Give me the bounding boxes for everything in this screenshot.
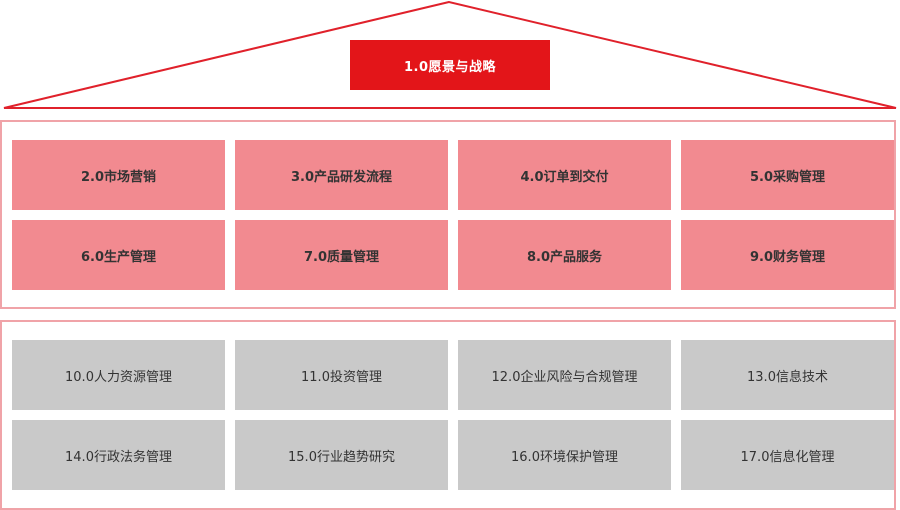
- core-processes-section: 2.0市场营销 3.0产品研发流程 4.0订单到交付 5.0采购管理 6.0生产…: [0, 120, 896, 309]
- process-label: 5.0采购管理: [749, 169, 826, 185]
- process-label: 8.0产品服务: [526, 249, 603, 265]
- process-box-product-service[interactable]: 8.0产品服务: [458, 220, 671, 290]
- vision-strategy-box[interactable]: 1.0愿景与战略: [350, 40, 550, 90]
- core-processes-grid: 2.0市场营销 3.0产品研发流程 4.0订单到交付 5.0采购管理 6.0生产…: [12, 140, 894, 290]
- process-label: 16.0环境保护管理: [511, 449, 618, 465]
- process-box-environment[interactable]: 16.0环境保护管理: [458, 420, 671, 490]
- process-box-informatization[interactable]: 17.0信息化管理: [681, 420, 894, 490]
- process-box-risk-compliance[interactable]: 12.0企业风险与合规管理: [458, 340, 671, 410]
- process-box-admin-legal[interactable]: 14.0行政法务管理: [12, 420, 225, 490]
- process-label: 9.0财务管理: [749, 249, 826, 265]
- process-label: 6.0生产管理: [80, 249, 157, 265]
- process-label: 15.0行业趋势研究: [288, 449, 395, 465]
- process-box-quality[interactable]: 7.0质量管理: [235, 220, 448, 290]
- support-processes-section: 10.0人力资源管理 11.0投资管理 12.0企业风险与合规管理 13.0信息…: [0, 320, 896, 510]
- process-label: 11.0投资管理: [301, 369, 382, 385]
- roof-outline: [3, 0, 897, 109]
- process-box-investment[interactable]: 11.0投资管理: [235, 340, 448, 410]
- roof-triangle: [3, 0, 897, 109]
- process-box-it[interactable]: 13.0信息技术: [681, 340, 894, 410]
- process-label: 10.0人力资源管理: [65, 369, 172, 385]
- process-label: 12.0企业风险与合规管理: [491, 369, 638, 385]
- process-label: 3.0产品研发流程: [290, 169, 393, 185]
- process-label: 17.0信息化管理: [740, 449, 835, 465]
- process-box-finance[interactable]: 9.0财务管理: [681, 220, 894, 290]
- process-box-industry-research[interactable]: 15.0行业趋势研究: [235, 420, 448, 490]
- process-box-rnd[interactable]: 3.0产品研发流程: [235, 140, 448, 210]
- process-label: 7.0质量管理: [303, 249, 380, 265]
- support-processes-grid: 10.0人力资源管理 11.0投资管理 12.0企业风险与合规管理 13.0信息…: [12, 340, 894, 490]
- process-box-procurement[interactable]: 5.0采购管理: [681, 140, 894, 210]
- process-label: 13.0信息技术: [747, 369, 828, 385]
- process-box-production[interactable]: 6.0生产管理: [12, 220, 225, 290]
- vision-strategy-label: 1.0愿景与战略: [403, 59, 497, 75]
- process-box-hr[interactable]: 10.0人力资源管理: [12, 340, 225, 410]
- process-box-order-to-delivery[interactable]: 4.0订单到交付: [458, 140, 671, 210]
- process-label: 14.0行政法务管理: [65, 449, 172, 465]
- process-box-marketing[interactable]: 2.0市场营销: [12, 140, 225, 210]
- process-label: 4.0订单到交付: [520, 169, 609, 185]
- process-label: 2.0市场营销: [80, 169, 157, 185]
